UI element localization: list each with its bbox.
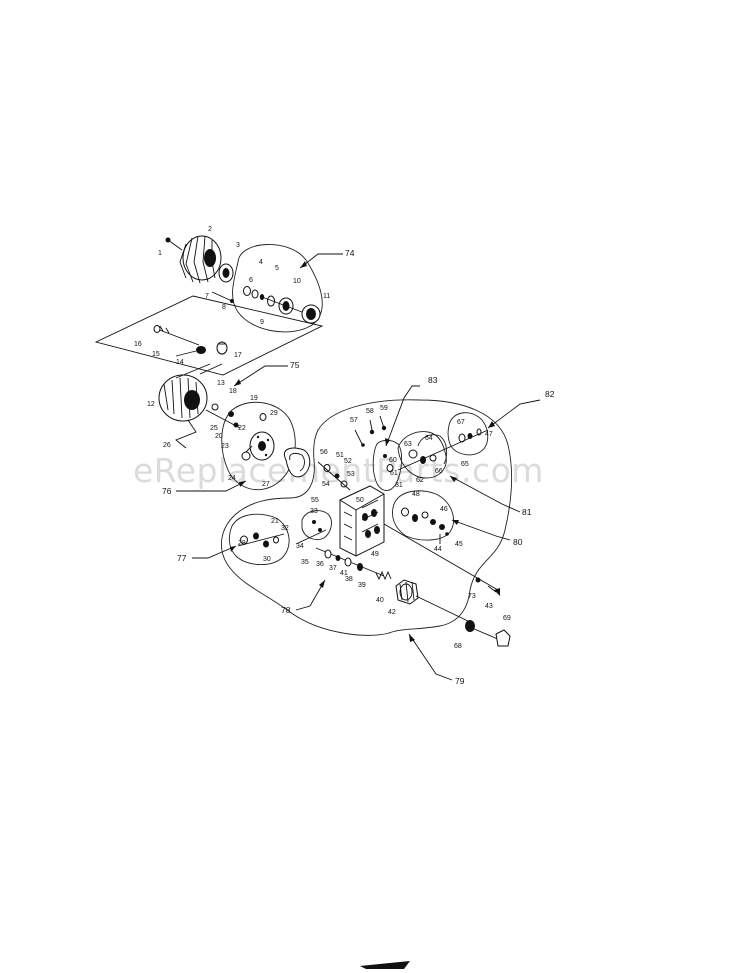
part-22: 22 — [238, 425, 246, 432]
group-83 — [354, 385, 420, 491]
part-44: 44 — [434, 546, 442, 553]
part-13: 13 — [217, 380, 225, 387]
part-37: 37 — [329, 565, 337, 572]
part-6: 6 — [249, 277, 253, 284]
part-45: 45 — [455, 541, 463, 548]
part-19: 19 — [250, 395, 258, 402]
part-27: 27 — [262, 481, 270, 488]
part-number-labels: 1 2 3 4 5 6 7 8 9 10 11 12 13 14 15 16 1… — [134, 226, 511, 650]
callout-79: 79 — [455, 676, 465, 686]
part-51: 51 — [336, 452, 344, 459]
part-69: 69 — [503, 615, 511, 622]
callout-83: 83 — [428, 375, 438, 385]
callout-80: 80 — [513, 537, 523, 547]
callout-74: 74 — [345, 248, 355, 258]
part-62: 62 — [416, 477, 424, 484]
part-47: 47 — [485, 431, 493, 438]
part-64: 64 — [425, 435, 433, 442]
part-17: 17 — [234, 352, 242, 359]
part-20: 20 — [215, 433, 223, 440]
part-3: 3 — [236, 242, 240, 249]
part-24: 24 — [228, 475, 236, 482]
part-68: 68 — [454, 643, 462, 650]
part-33: 33 — [310, 508, 318, 515]
part-56: 56 — [320, 449, 328, 456]
part-58: 58 — [366, 408, 374, 415]
part-31: 31 — [395, 482, 403, 489]
callout-labels: 74 75 76 77 78 79 80 81 82 83 — [162, 248, 555, 686]
callout-75: 75 — [290, 360, 300, 370]
part-61: 61 — [390, 470, 398, 477]
page-mark — [360, 961, 410, 969]
group-81-82-valves — [397, 399, 541, 513]
part-1: 1 — [158, 250, 162, 257]
group-79-manifold — [221, 399, 513, 681]
group-74-motor-end — [165, 235, 343, 333]
part-32: 32 — [281, 525, 289, 532]
part-50: 50 — [356, 497, 364, 504]
part-59: 59 — [380, 405, 388, 412]
callout-76: 76 — [162, 486, 172, 496]
part-14: 14 — [176, 359, 184, 366]
part-30: 30 — [263, 556, 271, 563]
part-28: 28 — [238, 540, 246, 547]
part-35: 35 — [301, 559, 309, 566]
part-55: 55 — [311, 497, 319, 504]
part-29: 29 — [270, 410, 278, 417]
part-57: 57 — [350, 417, 358, 424]
group-77 — [192, 513, 290, 565]
part-66: 66 — [435, 468, 443, 475]
part-48: 48 — [412, 491, 420, 498]
part-4: 4 — [259, 259, 263, 266]
callout-81: 81 — [522, 507, 532, 517]
part-2: 2 — [208, 226, 212, 233]
part-43: 43 — [485, 603, 493, 610]
part-9: 9 — [260, 319, 264, 326]
part-23: 23 — [221, 443, 229, 450]
manifold-body — [295, 461, 511, 647]
part-7: 7 — [205, 293, 209, 300]
part-21: 21 — [271, 518, 279, 525]
part-39: 39 — [358, 582, 366, 589]
part-26: 26 — [163, 442, 171, 449]
part-38: 38 — [345, 576, 353, 583]
callout-82: 82 — [545, 389, 555, 399]
part-46: 46 — [440, 506, 448, 513]
part-54: 54 — [322, 481, 330, 488]
part-41: 41 — [340, 570, 348, 577]
group-75-76-crankcase — [158, 363, 296, 492]
part-42: 42 — [388, 609, 396, 616]
part-5: 5 — [275, 265, 279, 272]
part-10: 10 — [293, 278, 301, 285]
callout-77: 77 — [177, 553, 187, 563]
part-53: 53 — [347, 471, 355, 478]
part-36: 36 — [316, 561, 324, 568]
part-25: 25 — [210, 425, 218, 432]
part-73: 73 — [468, 593, 476, 600]
part-15: 15 — [152, 351, 160, 358]
gasket — [284, 447, 311, 478]
part-11: 11 — [323, 293, 330, 300]
watermark: eReplacementParts.com — [133, 451, 544, 490]
part-67: 67 — [457, 419, 465, 426]
part-16: 16 — [134, 341, 142, 348]
part-34: 34 — [296, 543, 304, 550]
part-60: 60 — [389, 457, 397, 464]
part-40: 40 — [376, 597, 384, 604]
callout-78: 78 — [281, 605, 291, 615]
part-63: 63 — [404, 441, 412, 448]
group-80 — [392, 490, 511, 544]
part-12: 12 — [147, 401, 155, 408]
part-8: 8 — [222, 304, 226, 311]
part-49: 49 — [371, 551, 379, 558]
part-18: 18 — [229, 388, 237, 395]
part-52: 52 — [344, 458, 352, 465]
crank-box — [94, 295, 324, 376]
part-65: 65 — [461, 461, 469, 468]
